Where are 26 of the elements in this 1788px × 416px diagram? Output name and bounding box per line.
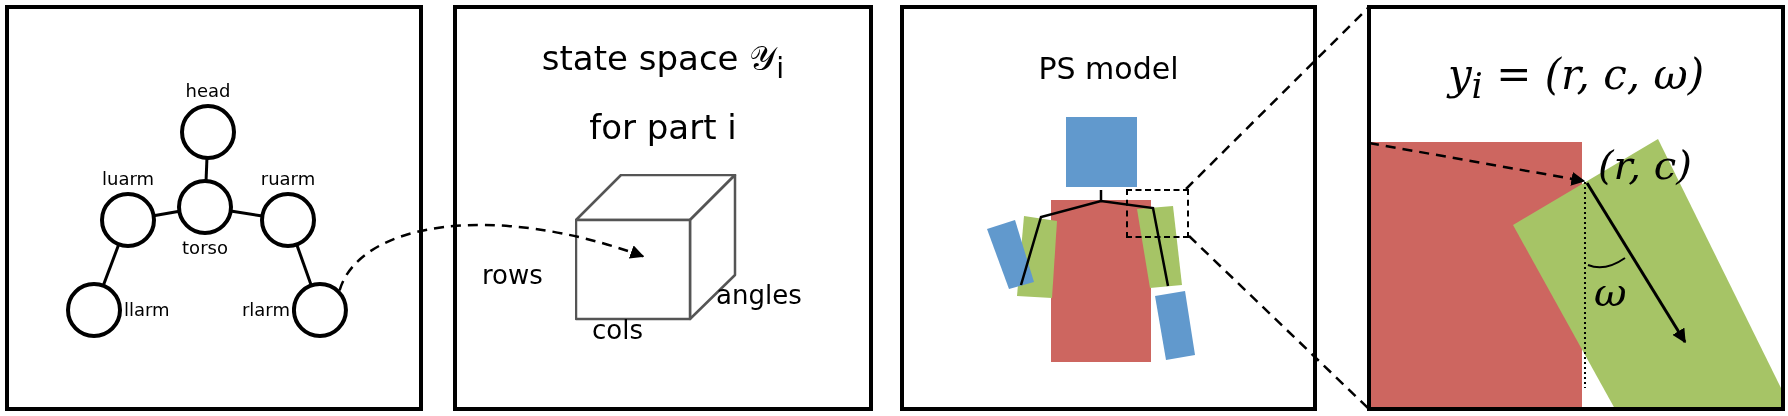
arrow (1368, 141, 1586, 186)
connector-line (153, 209, 180, 218)
panel-frame (453, 5, 873, 411)
part-label: luarm (101, 168, 155, 190)
connector-line (295, 244, 313, 286)
part-label: llarm (124, 299, 170, 321)
zoom-box (1126, 189, 1189, 238)
part-label: torso (182, 237, 228, 259)
part-label: rlarm (241, 299, 290, 321)
panel-title: PS model (1037, 50, 1180, 88)
panel-frame (5, 5, 423, 411)
arrow (338, 223, 645, 291)
part-label: ruarm (260, 168, 316, 190)
connector-line (204, 157, 209, 182)
panel-title: state space 𝒴$_{i}$ for part i (540, 37, 786, 149)
arrow (1585, 182, 1687, 344)
zoom-guide-line (1188, 235, 1370, 410)
part-label: head (185, 80, 231, 102)
panel-title: y$_{i}$ = (r, c, ω) (1445, 49, 1706, 109)
zoom-guide-line (1185, 6, 1370, 190)
axis-label: cols (592, 314, 643, 347)
connector-line (101, 243, 121, 287)
connector-line (230, 209, 263, 218)
axis-label: angles (716, 279, 802, 312)
axis-label: rows (482, 259, 543, 292)
angle-label: ω (1594, 268, 1627, 316)
